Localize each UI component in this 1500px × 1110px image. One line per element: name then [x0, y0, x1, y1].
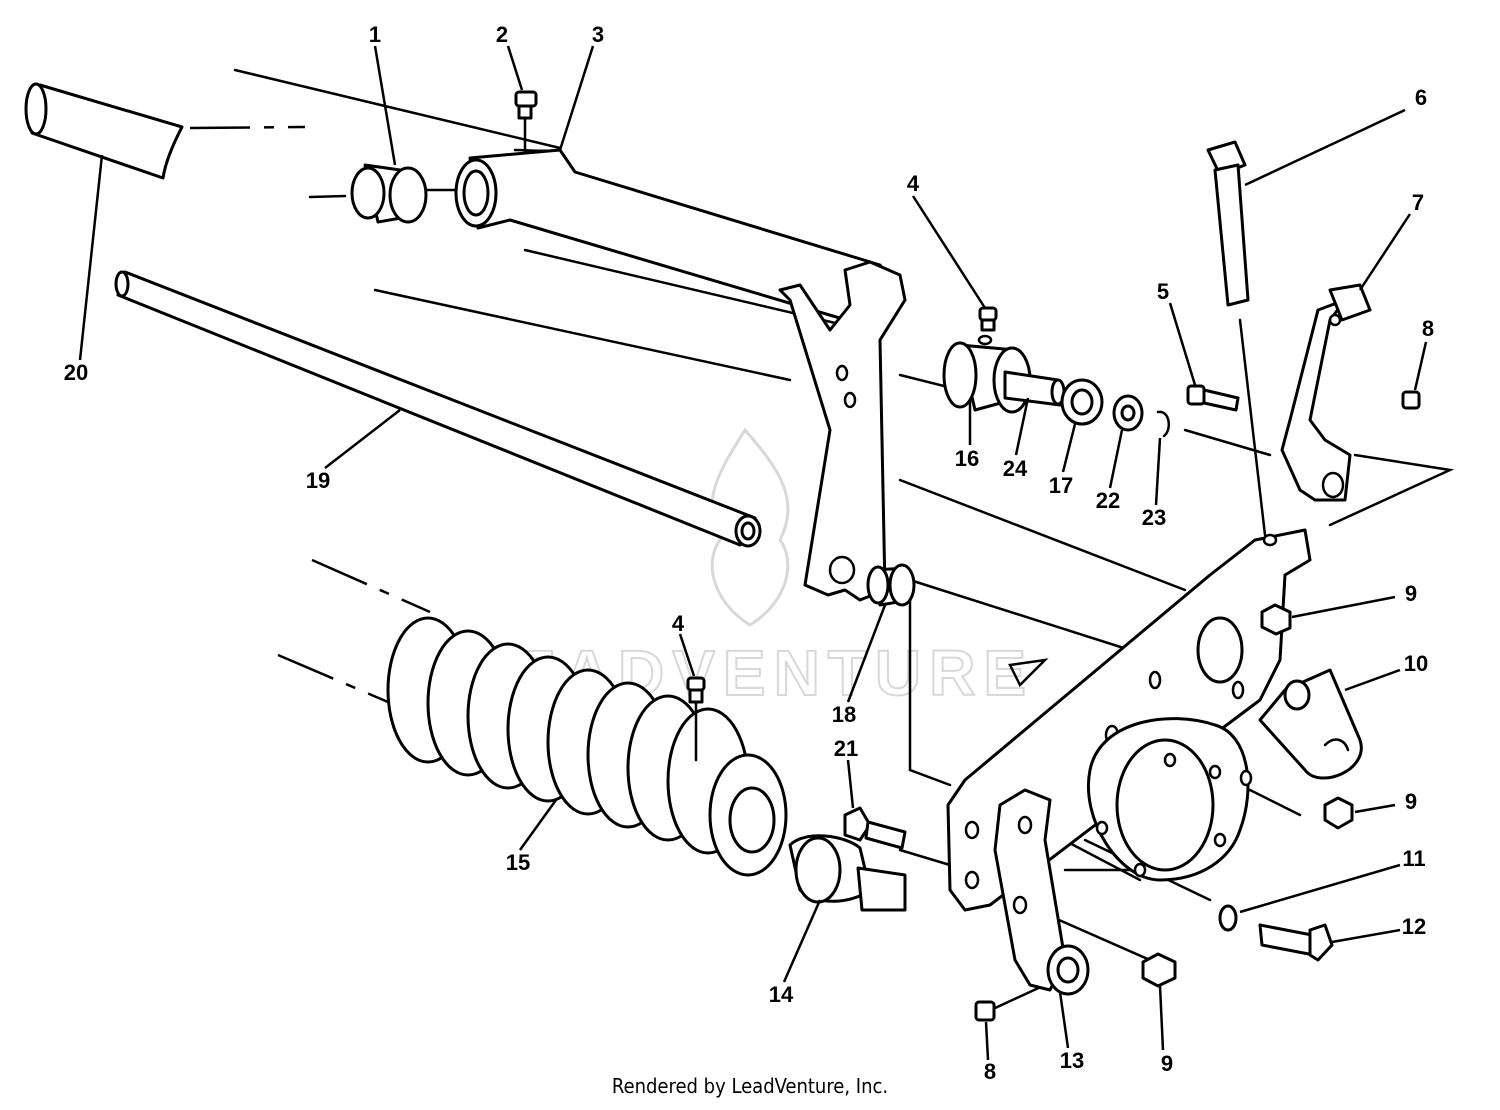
callout-10: 10 — [1404, 651, 1428, 676]
part-1-bushing — [350, 163, 428, 224]
part-13-lower-lever — [993, 788, 1090, 996]
part-lever-bracket — [778, 260, 907, 602]
callout-18: 18 — [832, 702, 856, 727]
footer-credit: Rendered by LeadVenture, Inc. — [611, 1074, 889, 1098]
part-23-retaining-ring — [1156, 410, 1171, 438]
part-11-lock-washer — [1218, 904, 1238, 932]
callout-14: 14 — [769, 982, 794, 1007]
part-8-nut-lower — [974, 1000, 996, 1022]
callout-5: 5 — [1157, 279, 1169, 304]
part-9-nut-middle — [1323, 796, 1354, 830]
callout-11: 11 — [1402, 846, 1425, 871]
callout-3: 3 — [592, 22, 604, 47]
callout-7: 7 — [1412, 190, 1424, 215]
part-19-rod — [114, 270, 762, 548]
callout-20: 20 — [64, 360, 88, 385]
callout-16: 16 — [955, 446, 979, 471]
part-12-bolt — [1258, 923, 1334, 962]
part-22-washer — [1112, 394, 1144, 432]
callout-9: 9 — [1405, 789, 1417, 814]
callout-15: 15 — [506, 850, 530, 875]
callout-6: 6 — [1415, 85, 1427, 110]
part-7-arm-bracket — [1280, 283, 1372, 502]
part-4-grease-fitting-lower — [686, 676, 706, 762]
part-15-spring — [386, 616, 788, 877]
part-21-bolt — [843, 806, 907, 850]
callout-8: 8 — [1422, 316, 1434, 341]
callout-9: 9 — [1161, 1051, 1173, 1076]
part-14-pivot-pin — [788, 834, 907, 912]
part-6-bolt — [1206, 140, 1250, 307]
callout-21: 21 — [834, 736, 858, 761]
callout-4: 4 — [672, 611, 685, 636]
part-5-bolt — [1186, 384, 1240, 412]
part-24-shaft — [1003, 370, 1066, 407]
callout-13: 13 — [1060, 1048, 1084, 1073]
part-flange-housing — [1087, 717, 1253, 882]
part-17-bearing — [1060, 378, 1104, 426]
part-9-nut-bottom — [1141, 952, 1177, 988]
callout-19: 19 — [306, 468, 330, 493]
callout-8: 8 — [984, 1059, 996, 1084]
part-10-clamp — [1258, 668, 1363, 780]
callout-22: 22 — [1096, 488, 1120, 513]
part-18-bushing — [866, 563, 916, 607]
callout-12: 12 — [1402, 914, 1426, 939]
part-9-nut-top — [1260, 603, 1292, 636]
callout-17: 17 — [1049, 473, 1073, 498]
callout-4: 4 — [907, 171, 920, 196]
part-20-tube — [24, 82, 184, 180]
part-4-grease-fitting-upper — [978, 306, 998, 332]
callout-9: 9 — [1405, 581, 1417, 606]
callout-23: 23 — [1142, 505, 1166, 530]
callout-24: 24 — [1003, 456, 1028, 481]
part-3-arm-tube — [454, 148, 907, 332]
callout-2: 2 — [496, 22, 508, 47]
part-2-grease-fitting — [514, 90, 538, 154]
part-8-nut-upper — [1401, 390, 1421, 410]
callout-1: 1 — [369, 22, 381, 47]
leader-lines — [78, 45, 1428, 1061]
